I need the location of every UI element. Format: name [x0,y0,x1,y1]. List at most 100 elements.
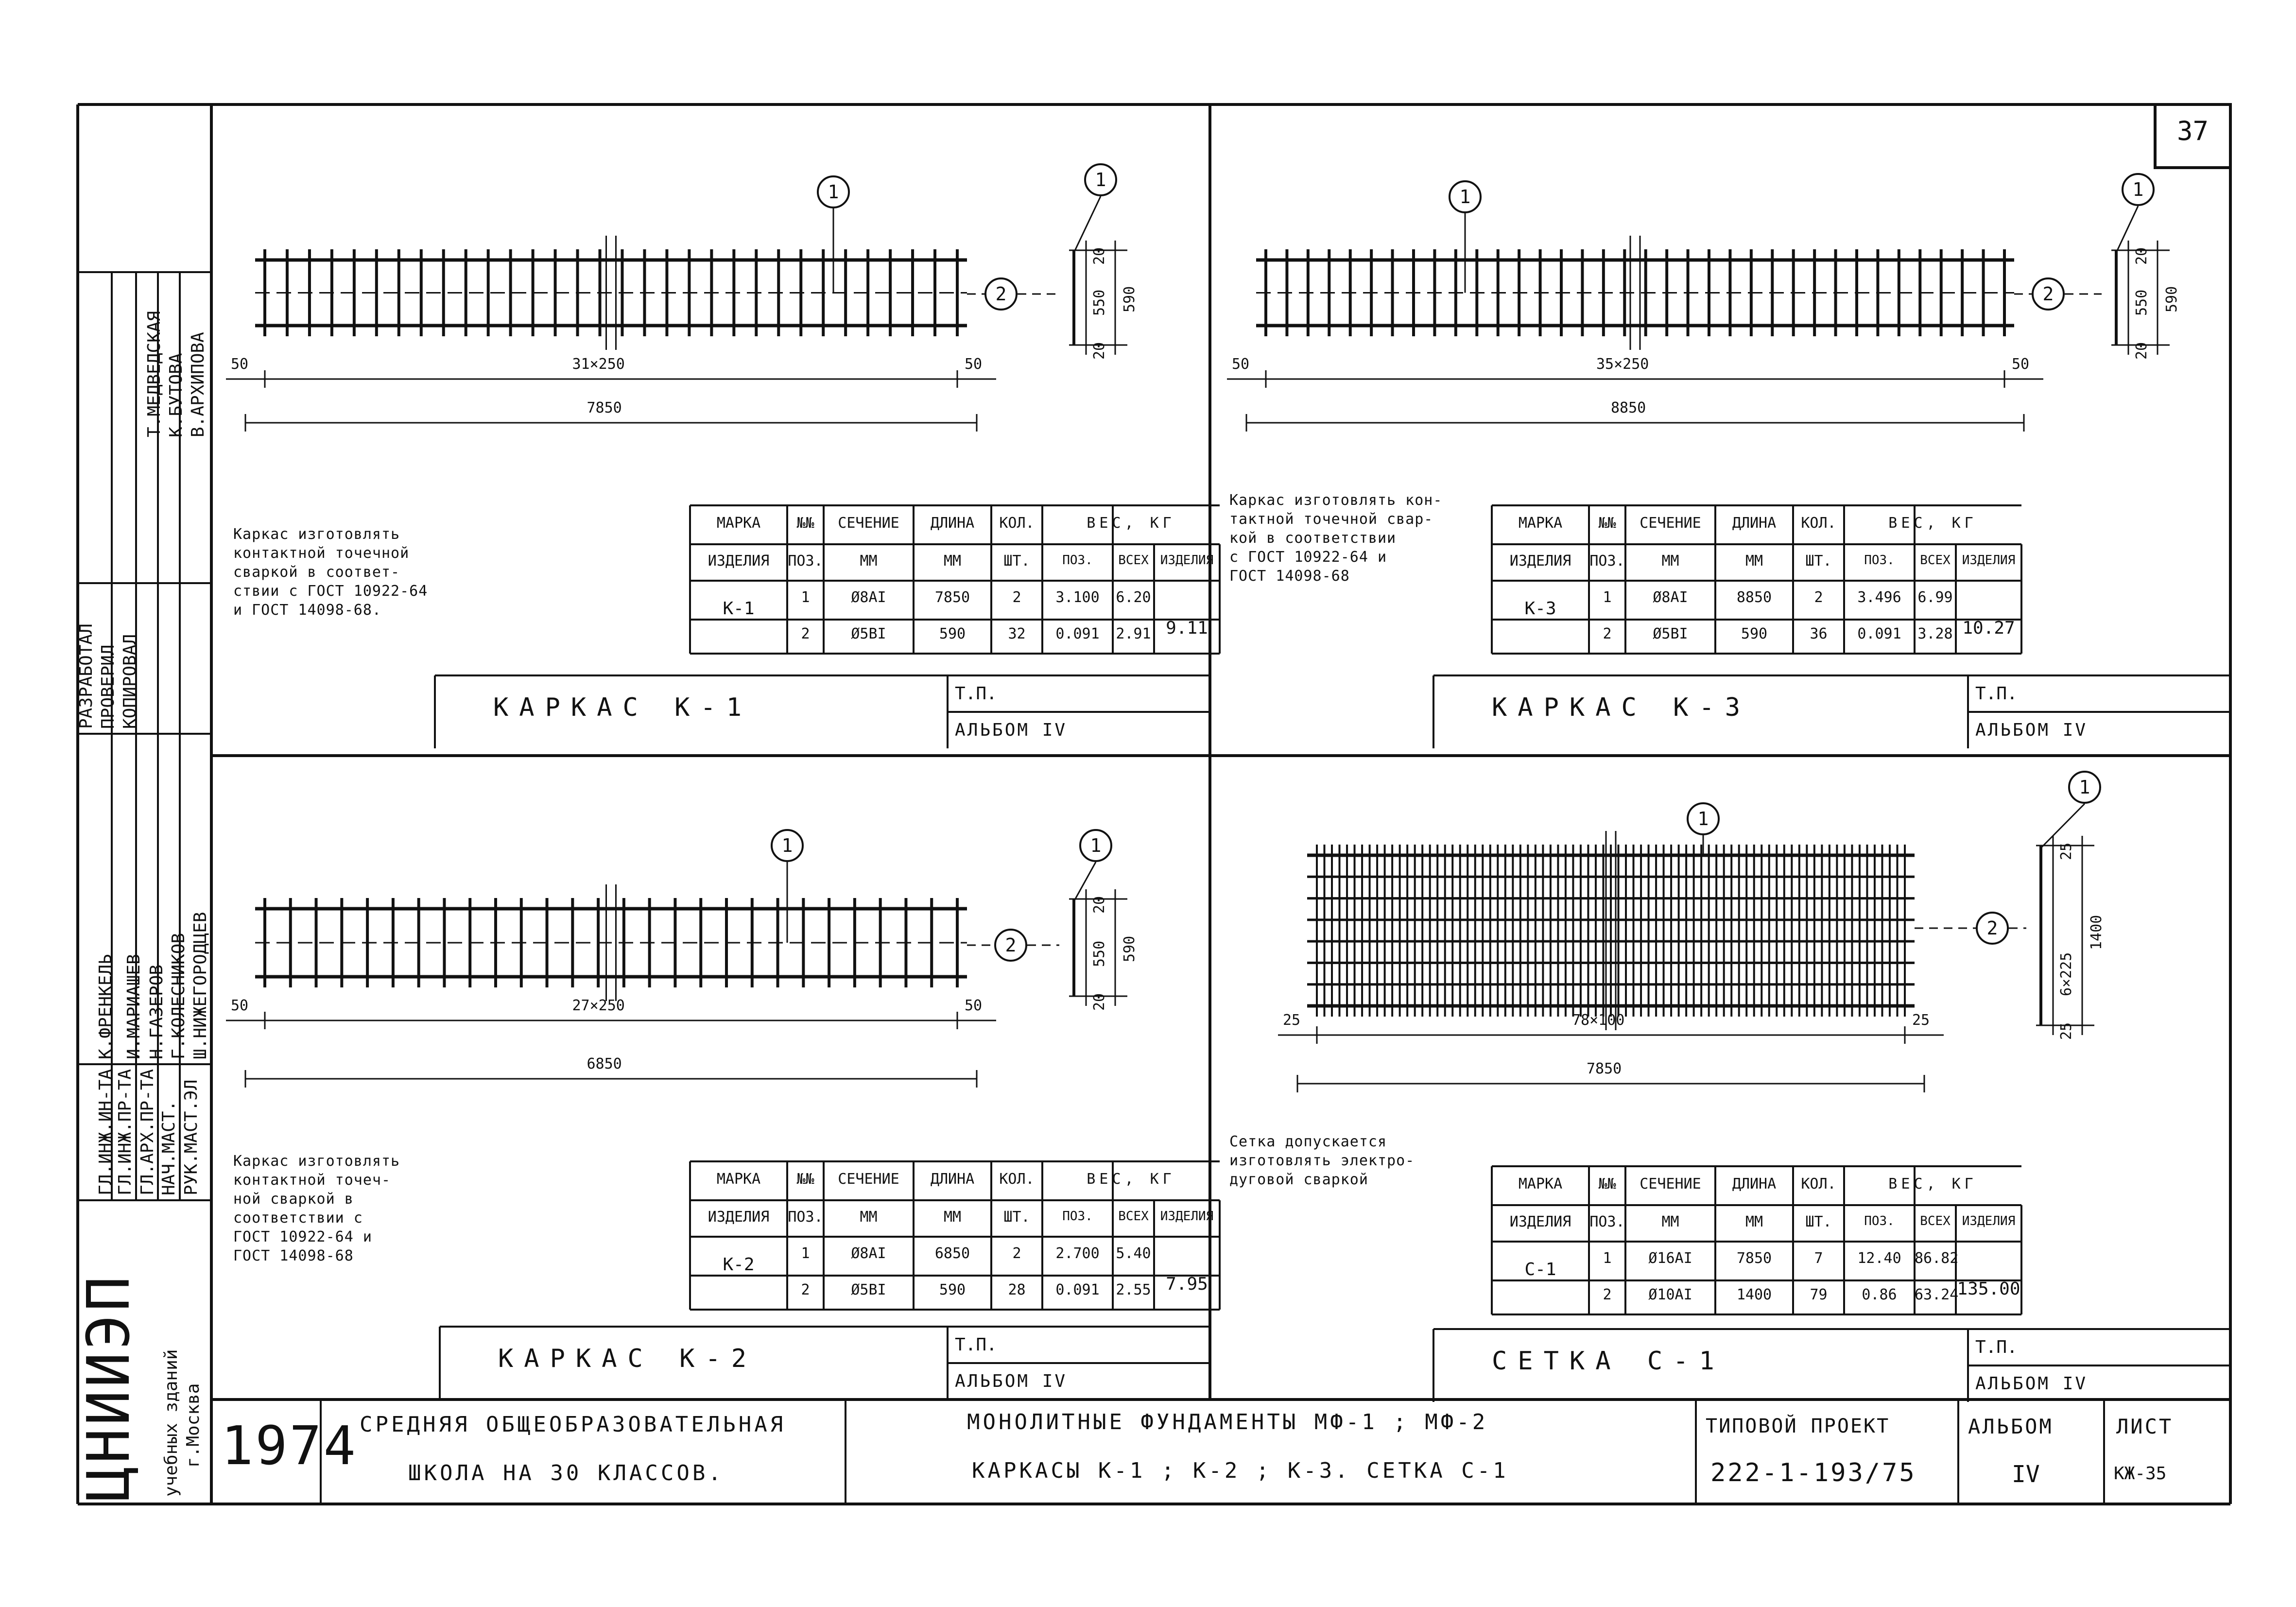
panel-k2-dim-overall-label: 6850 [587,1055,622,1072]
drawing-title-1: МОНОЛИТНЫЕ ФУНДАМЕНТЫ МФ-1 ; МФ-2 [967,1410,1488,1434]
panel-k3-callout-1: 1 [1449,180,1482,213]
panel-c1-th-1: №№ [1598,1175,1616,1192]
side-name-2: Г.КОЛЕСНИКОВ [169,933,189,1059]
panel-k2-dim-h-total: 590 [1121,935,1138,962]
panel-k1-total: 9.11 [1166,618,1208,638]
panel-c1-album: АЛЬБОМ IV [1975,1374,2088,1394]
panel-k2-dim-h-bot: 20 [1091,993,1108,1011]
panel-k1-th2-0: ИЗДЕЛИЯ [708,553,770,570]
panel-k2-row1-sec: Ø5BI [851,1281,886,1298]
panel-c1-th-ves-sub-2: ИЗДЕЛИЯ [1962,1214,2016,1228]
panel-k3-row1-pos: 2 [1603,625,1612,642]
panel-k3-dim-h-mid: 550 [2133,289,2150,316]
drawing-title-2: КАРКАСЫ К-1 ; К-2 ; К-3. СЕТКА С-1 [972,1458,1509,1483]
panel-k2-th-ves-sub-1: ВСЕХ [1118,1209,1149,1224]
panel-k3-th-3: ДЛИНА [1732,515,1777,532]
panel-k3-dim-edge-r: 50 [2012,356,2030,373]
panel-k2-th-ves-sub-2: ИЗДЕЛИЯ [1160,1209,1214,1224]
panel-k3-row1-len: 590 [1741,625,1768,642]
panel-k3-th2-0: ИЗДЕЛИЯ [1509,553,1571,570]
panel-k3-row0-len: 8850 [1736,589,1772,606]
panel-k2-dim-h-mid: 550 [1091,940,1108,967]
panel-c1-dim-h-top: 25 [2058,842,2075,860]
panel-k3-th-1: №№ [1598,515,1616,532]
panel-k2-th-1: №№ [796,1171,814,1188]
panel-k3-row0-sec: Ø8AI [1653,589,1688,606]
panel-k1-th-0: МАРКА [716,515,761,532]
stamp-year: 1974 [221,1415,358,1477]
panel-k3-th-4: КОЛ. [1801,515,1836,532]
panel-c1-dim-edge-r: 25 [1912,1012,1930,1029]
panel-k3-row1-qty: 36 [1810,625,1828,642]
panel-k2-row0-w1: 2.700 [1055,1245,1100,1262]
panel-c1-row1-pos: 2 [1603,1286,1612,1303]
typ-value: 222-1-193/75 [1710,1458,1916,1487]
panel-k1-dim-h-mid: 550 [1091,289,1108,316]
org-sub-2: г.Москва [183,1383,203,1468]
panel-k3-leader-section [2115,206,2139,253]
side-name-1: Ш.НИЖЕГОРОДЦЕВ [190,912,210,1059]
side-name2-1: Т.МЕДВЕДСКАЯ [144,311,164,437]
panel-c1-callout-section: 1 [2068,771,2101,804]
panel-c1-row1-qty: 79 [1810,1286,1828,1303]
panel-k3-album: АЛЬБОМ IV [1975,720,2088,740]
side-role-1: ГЛ.ИНЖ.ИН-ТА [96,1069,116,1195]
sheet-label: ЛИСТ [2116,1415,2174,1438]
panel-k1-dim-h-total: 590 [1121,286,1138,312]
panel-c1-th-0: МАРКА [1518,1175,1563,1192]
panel-c1-th2-0: ИЗДЕЛИЯ [1509,1213,1571,1230]
panel-k1-th2-3: ММ [943,553,962,570]
panel-k3-row0-w1: 3.496 [1857,589,1901,606]
panel-c1-dim-h-total: 1400 [2088,915,2105,950]
panel-c1-row1-sec: Ø10AI [1648,1286,1692,1303]
panel-k3-total: 10.27 [1962,618,2015,638]
panel-k2-dim-h-top: 20 [1091,896,1108,914]
panel-c1-leader-section [2040,803,2086,849]
panel-k3-dim-h-total: 590 [2163,286,2180,312]
panel-c1-row0-w2: 86.82 [1915,1250,1959,1267]
panel-c1-note: Сетка допускается изготовлять электро- д… [1229,1133,1415,1188]
panel-c1-th2-2: ММ [1661,1213,1679,1230]
panel-k3-row0-qty: 2 [1814,589,1823,606]
panel-k2-th-ves-sub-0: ПОЗ. [1062,1209,1093,1224]
panel-k3-th2-2: ММ [1661,553,1679,570]
side-name2-3: В.АРХИПОВА [188,332,208,437]
panel-k2-callout-1: 1 [771,829,804,862]
project-name-2: ШКОЛА НА 30 КЛАССОВ. [408,1461,724,1486]
panel-c1-dim-overall-label: 7850 [1587,1060,1622,1077]
panel-k1-row1-len: 590 [939,625,966,642]
panel-k3-th-ves: ВЕС, КГ [1888,515,1977,532]
panel-k1-mark: К-1 [723,599,755,619]
panel-k1-callout-section: 1 [1084,163,1117,196]
panel-c1-row0-sec: Ø16AI [1648,1250,1692,1267]
panel-c1-row1-w1: 0.86 [1862,1286,1897,1303]
panel-k2-dim-edge-r: 50 [965,997,983,1014]
panel-c1-th-ves: ВЕС, КГ [1888,1175,1977,1192]
panel-k2-th2-4: ШТ. [1003,1209,1030,1226]
panel-k2-th-ves: ВЕС, КГ [1087,1171,1175,1188]
panel-k2-dim-span-label: 27×250 [572,997,625,1014]
panel-k1-row0-w1: 3.100 [1055,589,1100,606]
panel-c1-th2-1: ПОЗ. [1589,1213,1625,1230]
side-role-5: РУК.МАСТ.ЭЛ [181,1079,201,1195]
project-name-1: СРЕДНЯЯ ОБЩЕОБРАЗОВАТЕЛЬНАЯ [360,1412,786,1437]
panel-k3-th-ves-sub-0: ПОЗ. [1864,553,1895,568]
panel-c1-row0-w1: 12.40 [1857,1250,1901,1267]
panel-k1-dim-span-label: 31×250 [572,356,625,373]
panel-k1-row1-w2: 2.91 [1116,625,1151,642]
side-role-3: ГЛ.АРХ.ПР-ТА [138,1069,157,1195]
side-role2-3: КОПИРОВАЛ [120,634,140,729]
panel-k1-row1-w1: 0.091 [1055,625,1100,642]
panel-k2-th-4: КОЛ. [999,1171,1035,1188]
org-name: ЦНИИЭП [75,1273,143,1502]
panel-k2-th2-3: ММ [943,1209,962,1226]
side-name2-2: К.БУТОВА [166,353,186,437]
panel-k1-callout-2: 2 [984,277,1018,311]
panel-k2-dim-edge-l: 50 [231,997,249,1014]
panel-c1-row1-w2: 63.24 [1915,1286,1959,1303]
panel-k2-th-3: ДЛИНА [930,1171,975,1188]
panel-c1-th2-3: ММ [1745,1213,1763,1230]
panel-k2-row1-qty: 28 [1008,1281,1026,1298]
panel-k3-dim-span-label: 35×250 [1596,356,1649,373]
